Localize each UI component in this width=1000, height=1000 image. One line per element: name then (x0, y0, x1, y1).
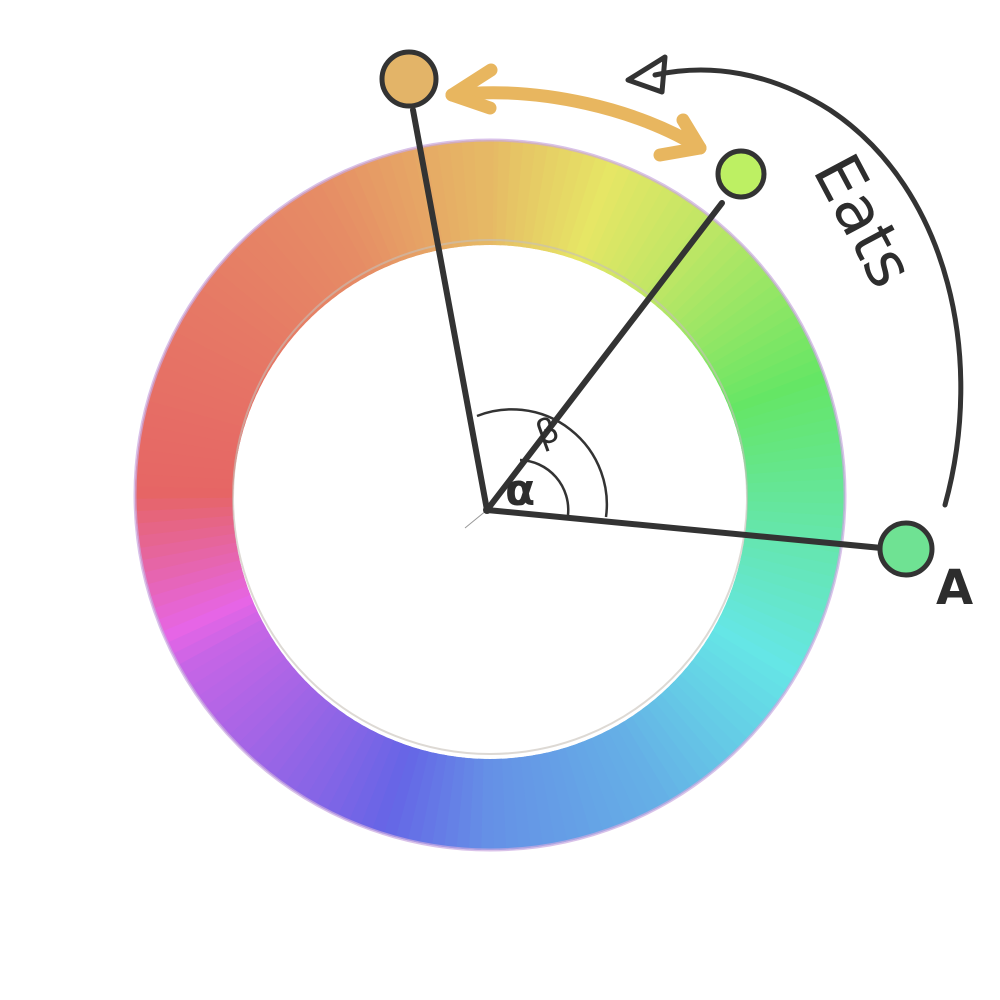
center-point (483, 506, 491, 514)
spoke-orange (410, 107, 490, 513)
spoke-a (484, 507, 895, 552)
spoke-lime (484, 200, 725, 513)
alpha-arc (519, 458, 570, 516)
eats-label: Eats (798, 143, 928, 300)
ring-outer-edge (133, 138, 847, 852)
spokes (410, 107, 895, 552)
double-headed-arrow-icon (445, 63, 707, 162)
alpha-label: α (505, 465, 535, 516)
lime-handle[interactable] (715, 148, 767, 200)
orange-handle[interactable] (379, 49, 439, 109)
hue-ring (133, 138, 847, 852)
curved-arrow-icon (625, 54, 964, 508)
beta-arc (476, 408, 609, 518)
faint-guide-line (464, 509, 488, 529)
point-a-label: A (936, 560, 973, 616)
ring-inner-edge (232, 239, 748, 755)
green-handle-a[interactable] (877, 520, 935, 578)
